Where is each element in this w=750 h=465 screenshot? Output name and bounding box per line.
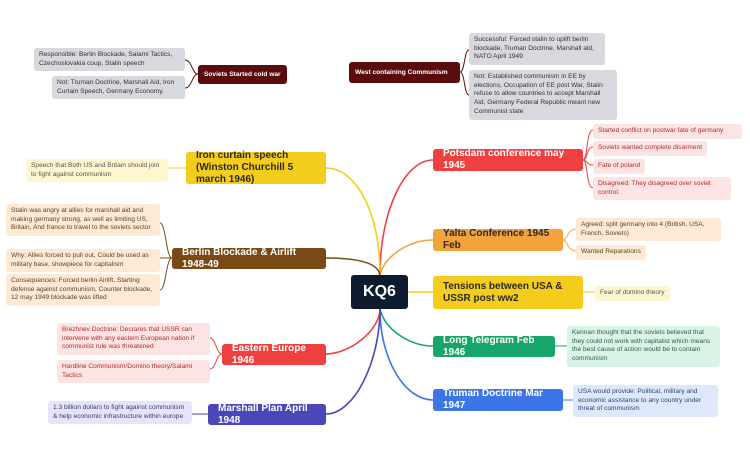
iron-curtain-note[interactable]: Speech that Both US and Britain should j… xyxy=(26,159,168,183)
central-topic[interactable]: KQ6 xyxy=(351,275,408,309)
yalta-note-1[interactable]: Agreed: split germany into 4 (British, U… xyxy=(576,218,721,242)
truman-doctrine-note[interactable]: USA would provide: Political, military a… xyxy=(573,385,718,418)
west-successful-note[interactable]: Successful: Forced stalin to uplift berl… xyxy=(469,33,605,66)
marshall-plan-node[interactable]: Marshall Plan April 1948 xyxy=(208,403,326,426)
long-telegram-node[interactable]: Long Telegram Feb 1946 xyxy=(433,335,555,358)
soviets-responsible-note[interactable]: Responsible: Berlin Blockade, Salami Tac… xyxy=(34,48,185,72)
berlin-note-3[interactable]: Consequences: Forced berlin Airlift, Sta… xyxy=(6,274,160,307)
eastern-note-1[interactable]: Brezhnev Doctrine: Decrares that USSR ca… xyxy=(57,323,210,356)
link-berlin xyxy=(325,257,381,276)
berlin-note-1[interactable]: Stalin was angry at allies for marshall … xyxy=(6,204,160,237)
potsdam-conference-node[interactable]: Potsdam conference may 1945 xyxy=(433,148,583,171)
link-eastern xyxy=(325,308,381,355)
soviets-started-cold-war-node[interactable]: Soviets Started cold war xyxy=(198,65,287,84)
potsdam-note-2[interactable]: Soviets wanted complete disarment xyxy=(593,141,708,156)
link-truman xyxy=(379,308,434,401)
link-potsdam xyxy=(379,159,434,276)
link-marshall xyxy=(325,308,381,415)
yalta-note-2[interactable]: Wanted Reparations xyxy=(576,245,646,260)
long-telegram-note[interactable]: Kennan thought that the soviets believed… xyxy=(567,326,720,367)
marshall-plan-note[interactable]: 1.3 billion dollars to fight against com… xyxy=(48,401,192,425)
berlin-note-2[interactable]: Why: Allies forced to pull out, Could be… xyxy=(6,249,160,273)
soviets-not-note[interactable]: Not: Truman Doctrine, Marshall Aid, Iron… xyxy=(52,76,185,100)
eastern-europe-node[interactable]: Eastern Europe 1946 xyxy=(222,343,326,366)
eastern-note-2[interactable]: Hardline Communism/Domino theory/Salami … xyxy=(57,360,210,384)
link-iron xyxy=(325,167,381,276)
west-not-note[interactable]: Not: Established communism in EE by elec… xyxy=(469,70,617,120)
potsdam-note-1[interactable]: Started conflict on postwar fate of germ… xyxy=(593,124,742,139)
link-telegram xyxy=(379,308,434,347)
potsdam-note-4[interactable]: Disagreed: They disagreed over soviet co… xyxy=(593,177,731,201)
berlin-blockade-node[interactable]: Berlin Blockade & Airlift 1948-49 xyxy=(172,247,326,270)
potsdam-note-3[interactable]: Fate of poland xyxy=(593,159,646,174)
truman-doctrine-node[interactable]: Truman Doctrine Mar 1947 xyxy=(433,388,563,411)
iron-curtain-speech-node[interactable]: Iron curtain speech (Winston Churchill 5… xyxy=(186,150,326,185)
link-yalta xyxy=(379,239,434,276)
west-containing-communism-node[interactable]: West containing Communism xyxy=(349,62,460,83)
tensions-note[interactable]: Fear of domino theory xyxy=(595,286,670,301)
yalta-conference-node[interactable]: Yalta Conference 1945 Feb xyxy=(433,228,563,251)
tensions-usa-ussr-node[interactable]: Tensions between USA & USSR post ww2 xyxy=(433,276,583,309)
